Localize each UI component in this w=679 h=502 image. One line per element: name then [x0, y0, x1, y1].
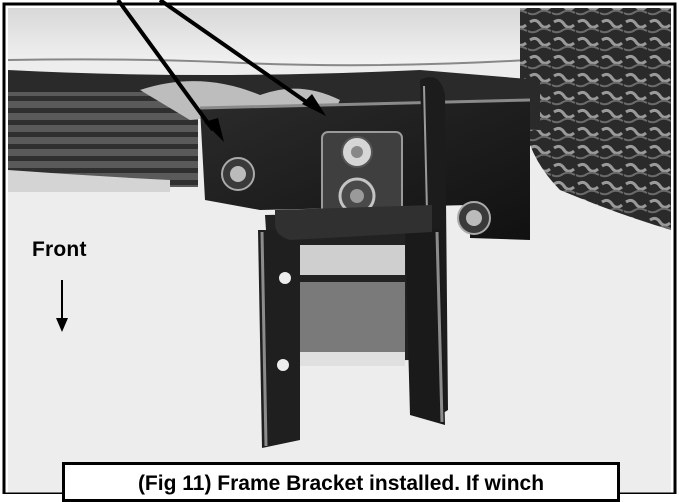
figure-caption: (Fig 11) Frame Bracket installed. If win…	[137, 472, 545, 495]
figure-caption-box: (Fig 11) Frame Bracket installed. If win…	[62, 462, 620, 502]
front-direction-label: Front	[32, 238, 87, 261]
